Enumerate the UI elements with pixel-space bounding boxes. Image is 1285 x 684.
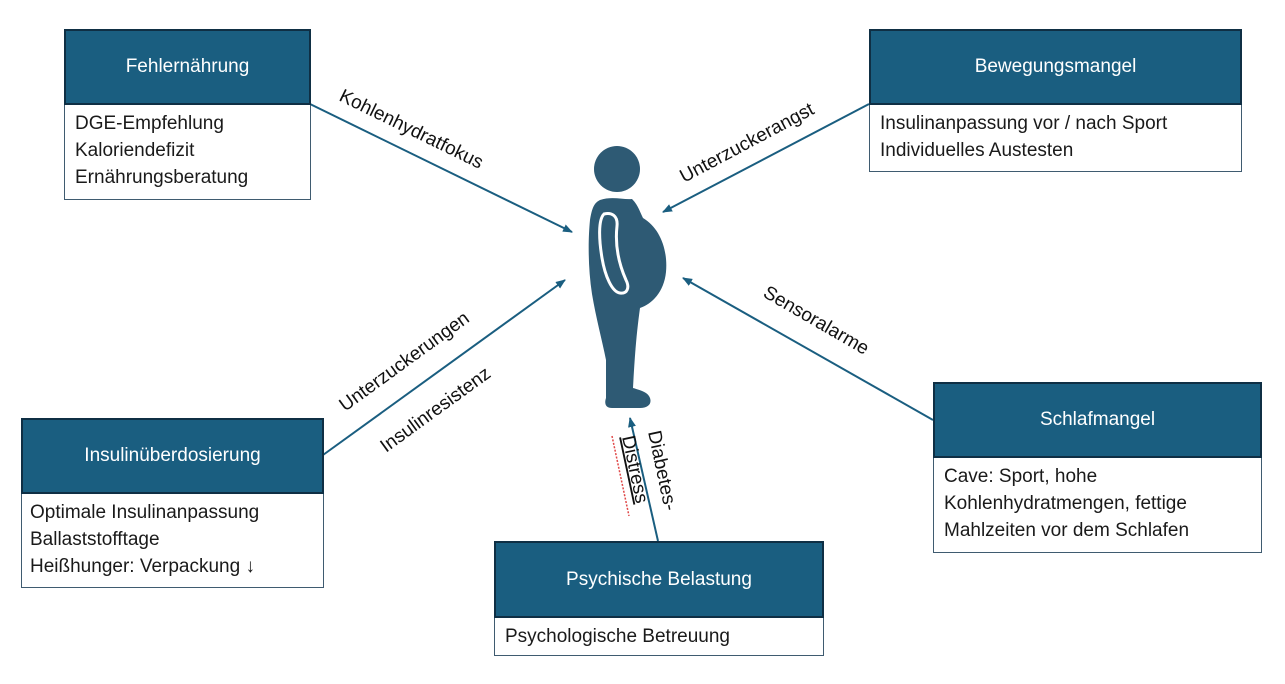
list-item: Insulinanpassung vor / nach Sport bbox=[880, 113, 1168, 134]
box-psychische-belastung-header: Psychische Belastung bbox=[494, 541, 824, 618]
box-schlafmangel-header: Schlafmangel bbox=[933, 382, 1262, 458]
figure-body bbox=[588, 198, 667, 408]
box-bewegungsmangel-body: Insulinanpassung vor / nach Sport Indivi… bbox=[869, 105, 1242, 172]
list-item: Kaloriendefizit bbox=[75, 140, 195, 161]
list-item: Ballaststofftage bbox=[30, 529, 160, 550]
box-schlafmangel-body: Cave: Sport, hohe Kohlenhydratmengen, fe… bbox=[933, 458, 1262, 553]
list-item: Individuelles Austesten bbox=[880, 140, 1074, 161]
box-bewegungsmangel-header: Bewegungsmangel bbox=[869, 29, 1242, 105]
box-bewegungsmangel: Bewegungsmangel Insulinanpassung vor / n… bbox=[869, 29, 1242, 172]
box-fehlernaehrung-header: Fehlernährung bbox=[64, 29, 311, 105]
arrow-insulinueberdosierung bbox=[322, 279, 566, 456]
box-psychische-belastung-body: Psychologische Betreuung bbox=[494, 618, 824, 656]
figure-head bbox=[594, 146, 640, 192]
list-item: Optimale Insulinanpassung bbox=[30, 502, 260, 523]
box-schlafmangel-title: Schlafmangel bbox=[1039, 409, 1156, 430]
label-sensoralarme: Sensoralarme bbox=[760, 282, 873, 359]
box-psychische-belastung-title: Psychische Belastung bbox=[566, 568, 752, 590]
box-fehlernaehrung-body: DGE-Empfehlung Kaloriendefizit Ernährung… bbox=[64, 105, 311, 200]
box-bewegungsmangel-title: Bewegungsmangel bbox=[974, 56, 1137, 77]
list-item: Heißhunger: Verpackung ↓ bbox=[30, 556, 255, 577]
box-fehlernaehrung-title: Fehlernährung bbox=[125, 56, 250, 77]
list-item: Mahlzeiten vor dem Schlafen bbox=[944, 520, 1190, 541]
label-kohlenhydratfokus: Kohlenhydratfokus bbox=[336, 86, 487, 174]
arrow-psychische-belastung bbox=[628, 417, 659, 542]
list-item: Cave: Sport, hohe bbox=[944, 466, 1098, 487]
figure-arm bbox=[598, 212, 630, 295]
list-item: DGE-Empfehlung bbox=[75, 113, 224, 134]
box-schlafmangel: Schlafmangel Cave: Sport, hohe Kohlenhyd… bbox=[933, 382, 1262, 553]
box-insulinueberdosierung-body: Optimale Insulinanpassung Ballaststoffta… bbox=[21, 494, 324, 588]
arrow-bewegungsmangel bbox=[662, 103, 870, 213]
list-item: Ernährungsberatung bbox=[75, 167, 249, 188]
arrow-schlafmangel bbox=[682, 277, 934, 421]
box-insulinueberdosierung: Insulinüberdosierung Optimale Insulinanp… bbox=[21, 418, 324, 588]
box-insulinueberdosierung-title: Insulinüberdosierung bbox=[84, 445, 261, 466]
box-psychische-belastung: Psychische Belastung Psychologische Betr… bbox=[494, 541, 824, 656]
list-item: Psychologische Betreuung bbox=[505, 626, 730, 647]
pregnant-person-icon bbox=[588, 146, 667, 408]
list-item: Kohlenhydratmengen, fettige bbox=[944, 493, 1187, 514]
box-insulinueberdosierung-header: Insulinüberdosierung bbox=[21, 418, 324, 494]
label-unterzuckerangst: Unterzuckerangst bbox=[676, 99, 818, 188]
box-fehlernaehrung: Fehlernährung DGE-Empfehlung Kaloriendef… bbox=[64, 29, 311, 200]
spellcheck-wavy bbox=[611, 435, 630, 517]
arrow-fehlernaehrung bbox=[309, 103, 573, 233]
